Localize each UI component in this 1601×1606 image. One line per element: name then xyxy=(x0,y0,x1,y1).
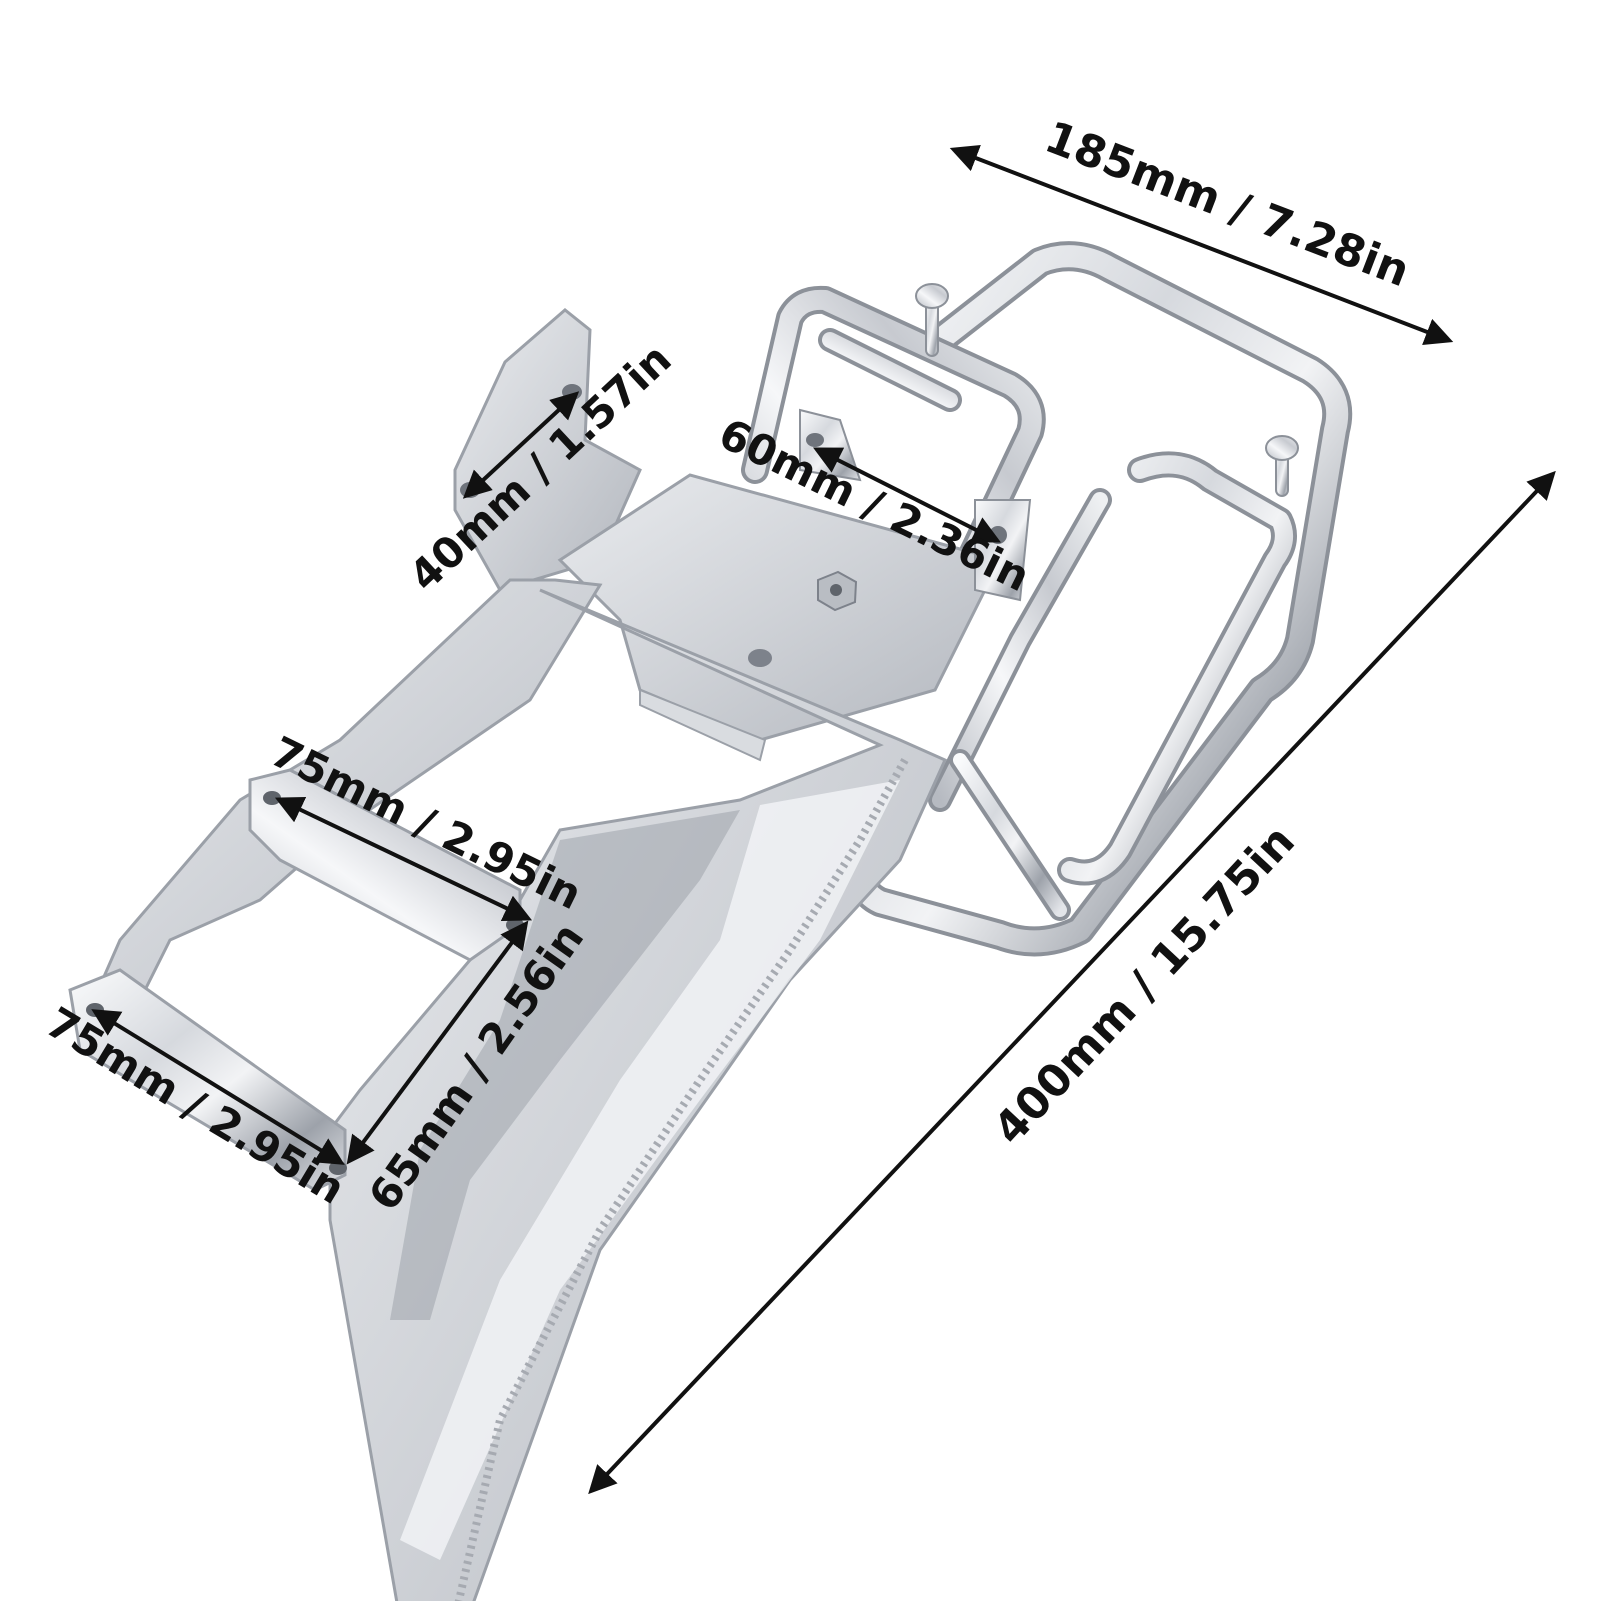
dim-arrow-width-top xyxy=(949,144,1454,346)
dim-arrow-length xyxy=(588,470,1556,1495)
dimension-lines xyxy=(91,144,1556,1495)
dim-arrow-bracket-depth xyxy=(346,920,529,1165)
dim-arrow-bracket-lower xyxy=(91,1009,345,1165)
dim-arrow-bracket-upper xyxy=(274,797,533,921)
dim-arrow-tab-hole xyxy=(462,391,580,499)
dim-arrow-plate-holes xyxy=(813,447,1001,543)
